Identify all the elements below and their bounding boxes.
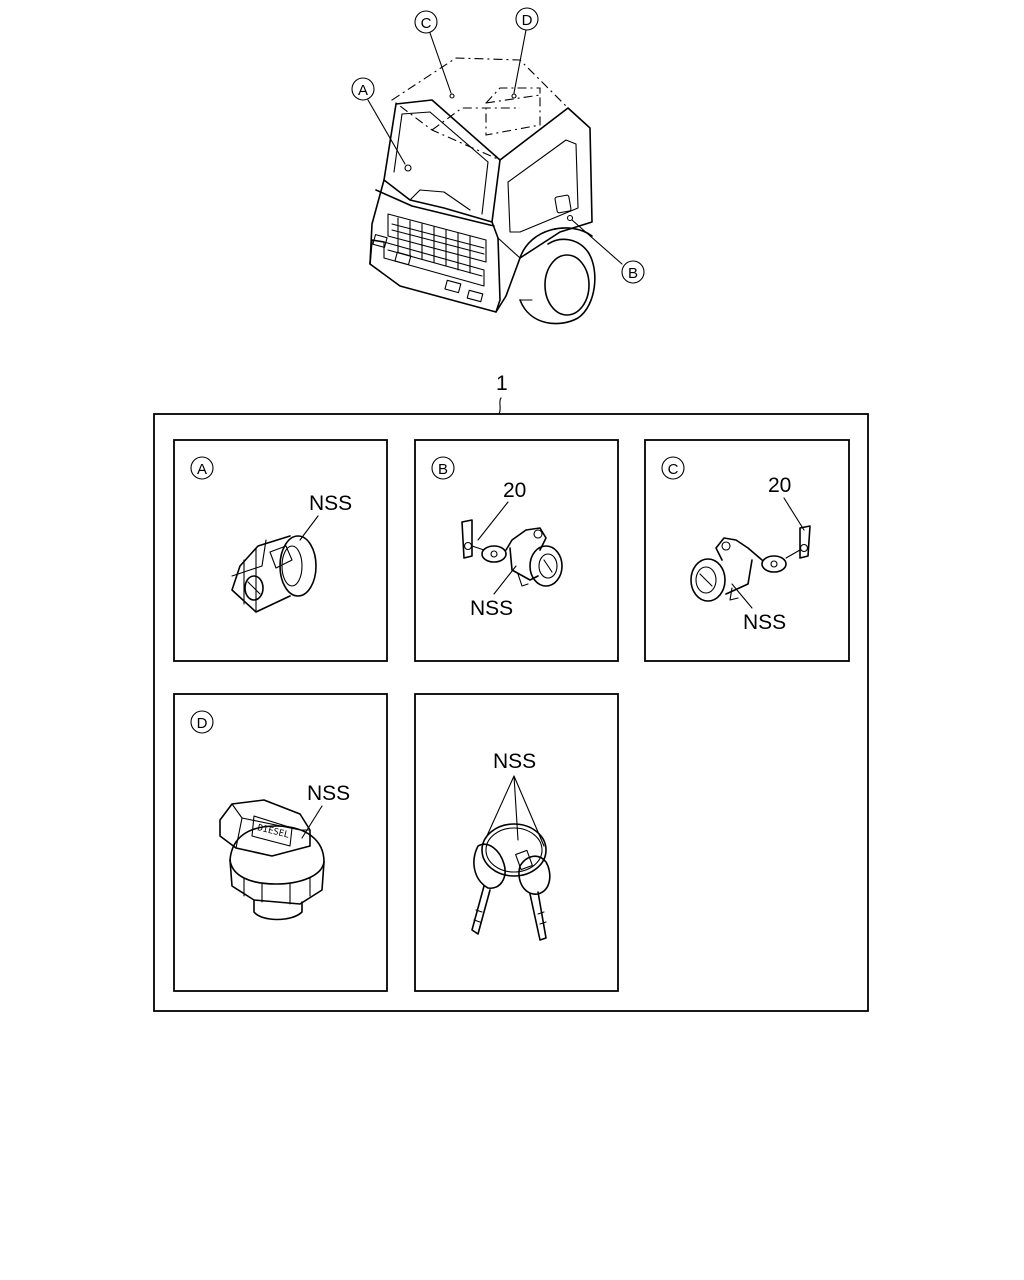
callout-leader-d — [513, 29, 527, 94]
assembly-number: 1 — [496, 372, 508, 395]
panel-keys: NSS — [414, 693, 619, 992]
key-ring-set — [471, 823, 551, 941]
panel-c-part-label: NSS — [743, 611, 786, 634]
lock-cylinder-a — [231, 535, 317, 613]
panel-c-letter: C — [668, 461, 679, 478]
panel-keys-part-label: NSS — [493, 750, 536, 773]
callout-b-label: B — [628, 265, 638, 282]
callout-c: C — [414, 10, 438, 34]
panel-c-ref-label: 20 — [768, 474, 791, 497]
truck-cab-illustration — [369, 57, 596, 325]
callout-d: D — [515, 7, 539, 31]
assembly-leader — [498, 397, 502, 415]
panel-c: C 20 NSS — [644, 439, 850, 662]
callout-c-label: C — [421, 15, 432, 32]
assembly-frame — [153, 413, 869, 1012]
panel-b-part-label: NSS — [470, 597, 513, 620]
panel-d: D NSS DIESEL — [173, 693, 388, 992]
callout-a-label: A — [358, 82, 368, 99]
callout-leader-c — [429, 32, 452, 94]
panel-b: B 20 NSS — [414, 439, 619, 662]
panel-b-letter: B — [438, 461, 448, 478]
fuel-cap-d: DIESEL — [219, 799, 325, 921]
door-lock-b — [461, 519, 563, 587]
door-lock-c — [690, 525, 811, 602]
panel-a: A NSS — [173, 439, 388, 662]
panel-d-letter: D — [197, 715, 208, 732]
panel-d-part-label: NSS — [307, 782, 350, 805]
callout-leader-b — [571, 219, 623, 265]
callout-leader-a — [367, 99, 406, 165]
callout-d-label: D — [522, 12, 533, 29]
panel-b-ref-label: 20 — [503, 479, 526, 502]
panel-a-letter: A — [197, 461, 207, 478]
callout-a: A — [351, 77, 375, 101]
callout-b: B — [621, 260, 645, 284]
panel-a-part-label: NSS — [309, 492, 352, 515]
